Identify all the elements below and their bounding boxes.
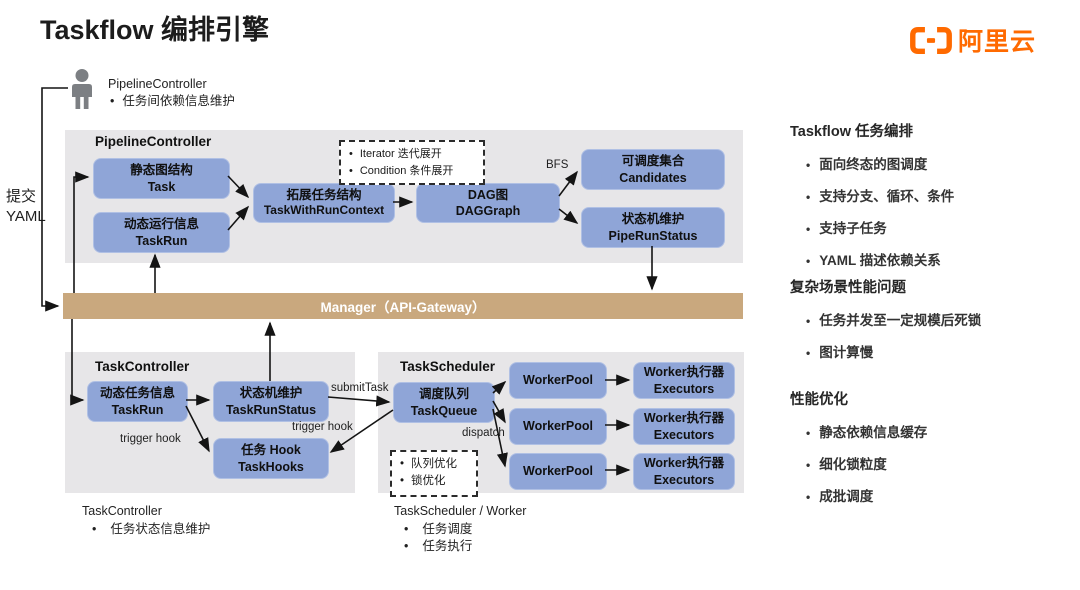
node-worker-pool-3: WorkerPool [509,453,607,490]
node-pipe-run-status: 状态机维护 PipeRunStatus [581,207,725,248]
node-task: 静态图结构 Task [93,158,230,199]
notes-performance-issues: 复杂场景性能问题 任务并发至一定规模后死锁 图计算慢 [790,276,1075,373]
actor-caption: PipelineController 任务间依赖信息维护 [108,76,235,110]
node-task-with-run-context: 拓展任务结构 TaskWithRunContext [253,183,395,223]
node-executors-1: Worker执行器 Executors [633,362,735,399]
node-taskrun-pipeline: 动态运行信息 TaskRun [93,212,230,253]
dispatch-label: dispatch [462,427,505,439]
pipeline-controller-label: PipelineController [95,134,212,149]
actor-title: PipelineController [108,77,207,91]
page-title: Taskflow 编排引擎 [40,15,270,45]
alibaba-cloud-logo-icon [910,26,952,54]
node-executors-3: Worker执行器 Executors [633,453,735,490]
node-task-run-status: 状态机维护 TaskRunStatus [213,381,329,422]
trigger-hook-label-left: trigger hook [120,433,181,445]
manager-api-gateway-bar: Manager（API-Gateway） [63,293,743,319]
submit-yaml-label: 提交 YAML [6,188,46,225]
optimization-note: 队列优化 锁优化 [390,450,478,497]
node-dag-graph: DAG图 DAGGraph [416,183,560,223]
bfs-label: BFS [546,159,569,171]
scheduler-caption: TaskScheduler / Worker 任务调度 任务执行 [394,503,526,556]
notes-taskflow: Taskflow 任务编排 面向终态的图调度 支持分支、循环、条件 支持子任务 … [790,120,1075,281]
node-executors-2: Worker执行器 Executors [633,408,735,445]
submit-task-label: submitTask [331,382,389,394]
alibaba-cloud-logo: 阿里云 [910,22,1036,58]
node-candidates: 可调度集合 Candidates [581,149,725,190]
node-worker-pool-1: WorkerPool [509,362,607,399]
controller-caption: TaskController 任务状态信息维护 [82,503,210,538]
alibaba-cloud-logo-text: 阿里云 [958,28,1037,56]
person-icon [72,69,92,109]
task-scheduler-label: TaskScheduler [400,359,496,374]
notes-optimization: 性能优化 静态依赖信息缓存 细化锁粒度 成批调度 [790,388,1075,517]
node-task-hooks: 任务 Hook TaskHooks [213,438,329,479]
node-worker-pool-2: WorkerPool [509,408,607,445]
trigger-hook-label-right: trigger hook [292,421,353,433]
node-task-queue: 调度队列 TaskQueue [393,382,495,423]
actor-bullet: 任务间依赖信息维护 [108,93,235,110]
node-taskrun-controller: 动态任务信息 TaskRun [87,381,188,422]
expand-note: Iterator 迭代展开 Condition 条件展开 [339,140,485,185]
task-controller-label: TaskController [95,359,190,374]
